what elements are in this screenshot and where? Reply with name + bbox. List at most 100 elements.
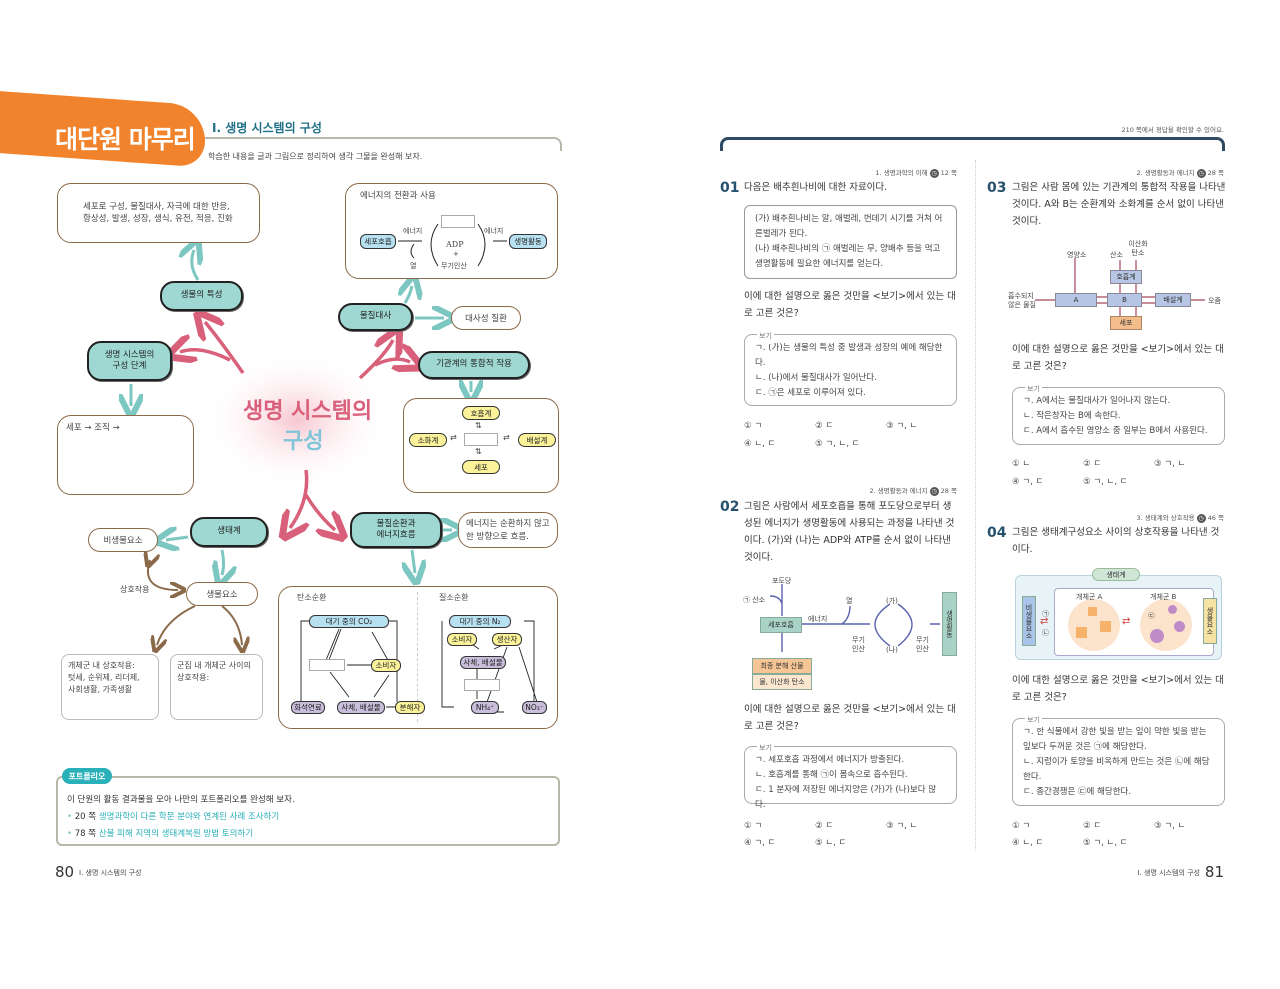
energy-label: 에너지 [484, 227, 504, 235]
portfolio-link[interactable]: 생명과학이 다른 학문 분야와 연계된 사례 조사하기 [98, 812, 280, 822]
q3-choice-4[interactable]: ④ ㄱ, ㄷ [1012, 477, 1044, 487]
portfolio-link[interactable]: 산불 피해 지역의 생태계복원 방법 토의하기 [98, 829, 254, 839]
page-number: 80 [55, 863, 75, 881]
q3-choice-3[interactable]: ③ ㄱ, ㄴ [1154, 459, 1186, 469]
q4-choice-3[interactable]: ③ ㄱ, ㄴ [1154, 821, 1186, 831]
source-page: 46 쪽 [1207, 514, 1224, 522]
phosphate-label: 무기 인산 [852, 636, 865, 653]
producer: 생산자 [492, 633, 522, 646]
bogi-item: ㄴ. (나)에서 물질대사가 일어난다. [755, 373, 877, 383]
q2-choice-3[interactable]: ③ ㄱ, ㄴ [886, 821, 918, 831]
q1-choice-4[interactable]: ④ ㄴ, ㄷ [744, 439, 776, 449]
title-rule [205, 137, 562, 151]
cell-respiration-box: 세포호흡 [760, 617, 802, 633]
q1-number: 01 [720, 180, 740, 196]
pop-a-label: 개체군 A [1076, 593, 1103, 601]
ammonium: NH₄⁺ [471, 701, 499, 714]
q4-choice-1[interactable]: ① ㄱ [1012, 821, 1031, 831]
q1-choice-2[interactable]: ② ㄷ [815, 421, 834, 431]
q2-choice-4[interactable]: ④ ㄱ, ㄷ [744, 838, 776, 848]
energy-box-title: 에너지의 전환과 사용 [360, 191, 436, 201]
final-products-box: 최종 분해 산물 [752, 658, 812, 674]
atp-blank[interactable] [441, 215, 475, 228]
q4-question: 이에 대한 설명으로 옳은 것만을 <보기>에서 있는 대로 고른 것은? [1012, 675, 1224, 703]
node-cycle-line: 에너지흐름 [376, 530, 416, 540]
portfolio-item[interactable]: • 20 쪽 생명과학이 다른 학문 분야와 연계된 사례 조사하기 [67, 812, 280, 822]
cell-respiration-node: 세포호흡 [360, 234, 396, 249]
bogi-item: ㄱ. 한 식물에서 강한 빛을 받는 잎이 약한 빛을 받는 잎보다 두꺼운 것… [1023, 727, 1207, 752]
portfolio-page: 20 쪽 [74, 812, 97, 822]
node-levels-line: 생명 시스템의 [104, 349, 155, 360]
unabsorbed-label: 흡수되지 않은 물질 [1008, 292, 1036, 309]
q3-choice-1[interactable]: ① ㄴ [1012, 459, 1031, 469]
source-page: 28 쪽 [940, 487, 957, 495]
q1-choice-1[interactable]: ① ㄱ [744, 421, 763, 431]
bogi-item: ㄱ. 세포호흡 과정에서 에너지가 방출된다. [755, 755, 905, 765]
q2-number: 02 [720, 499, 740, 515]
pop-line: 사회생활, 가족생활 [68, 685, 132, 694]
q1-source: 1. 생명과학의 이해◷12 쪽 [875, 167, 957, 178]
cell-box: 세포 [1110, 316, 1142, 330]
q2-choice-5[interactable]: ⑤ ㄴ, ㄷ [815, 838, 847, 848]
excretory-system: 배설계 [518, 433, 556, 447]
phosphate-label: 무기인산 [441, 262, 467, 270]
answer-note: 210 쪽에서 정답을 확인할 수 있어요. [1121, 126, 1224, 134]
ecosystem-label: 생태계 [1092, 568, 1140, 581]
q1-choice-5[interactable]: ⑤ ㄱ, ㄴ, ㄷ [815, 439, 860, 449]
circulatory-blank[interactable] [464, 433, 498, 446]
q3-arrows [1035, 258, 1205, 316]
divider [417, 592, 418, 722]
q4-choice-2[interactable]: ② ㄷ [1083, 821, 1102, 831]
source-text: 2. 생명활동과 에너지 [1136, 169, 1195, 177]
q3-stem: 그림은 사람 몸에 있는 기관계의 통합적 작용을 나타낸 것이다. A와 B는… [1012, 182, 1226, 227]
exchange-arrow-icon: ⇅ [475, 421, 482, 430]
node-metabolism: 물질대사 [338, 303, 413, 331]
q1-data-panel: (가) 배추흰나비는 알, 애벌레, 번데기 시기를 거쳐 어른벌레가 된다.(… [744, 205, 957, 279]
q4-choice-4[interactable]: ④ ㄴ, ㄷ [1012, 838, 1044, 848]
nitrogen-blank[interactable] [464, 679, 500, 691]
source-page: 12 쪽 [940, 169, 957, 177]
portfolio-item[interactable]: • 78 쪽 산불 피해 지역의 생태계복원 방법 토의하기 [67, 829, 254, 839]
footer-title: Ⅰ. 생명 시스템의 구성 [79, 869, 142, 877]
q2-choice-1[interactable]: ① ㄱ [744, 821, 763, 831]
levels-answer-box[interactable]: 세포 → 조직 → [57, 415, 194, 495]
label-c2: ㉡ [1042, 629, 1049, 637]
banner-title: 대단원 마무리 [55, 125, 196, 154]
exchange-arrow-icon: ⇄ [450, 433, 457, 442]
bogi-item: ㄷ. 1 분자에 저장된 에너지양은 (가)가 (나)보다 많다. [755, 785, 937, 810]
mindmap-arrows [0, 0, 640, 760]
adp-label: ADP [446, 240, 464, 249]
node-characteristics: 생물의 특성 [160, 281, 243, 311]
q2-choice-2[interactable]: ② ㄷ [815, 821, 834, 831]
page-number: 81 [1204, 863, 1224, 881]
carbon-dead-matter: 사체, 배설물 [337, 701, 385, 714]
final-products-items: 물, 이산화 탄소 [752, 674, 812, 690]
heat-label: 열 [846, 597, 853, 605]
energy-label: 에너지 [403, 227, 423, 235]
page-ref-icon: ◷ [929, 169, 939, 178]
bogi-item: ㄷ. 종간경쟁은 ㉢에 해당한다. [1023, 787, 1132, 797]
na-label: (나) [886, 646, 898, 654]
page-ref-icon: ◷ [1196, 514, 1206, 523]
header-rule [720, 137, 1225, 151]
oxygen-label: ㉠ 산소 [743, 596, 766, 604]
oxygen-label: 산소 [1110, 251, 1123, 259]
q1-choice-3[interactable]: ③ ㄱ, ㄴ [886, 421, 918, 431]
q3-choice-2[interactable]: ② ㄷ [1083, 459, 1102, 469]
carbon-blank[interactable] [309, 659, 345, 671]
bogi-label: 보기 [757, 741, 774, 756]
q3-diagram: 영양소 산소 이산화 탄소 호흡계 A B 배설계 세포 흡수되지 않은 물질 … [1005, 238, 1230, 334]
node-biotic: 생물요소 [186, 582, 258, 606]
bogi-item: ㄴ. 호흡계를 통해 ㉠이 몸속으로 흡수된다. [755, 770, 908, 780]
q2-diagram: 포도당 ㉠ 산소 세포호흡 에너지 열 (가) (나) 무기 인산 무기 인산 … [740, 574, 960, 694]
life-activity-box: 생명활동 [942, 592, 957, 656]
q3-choice-5[interactable]: ⑤ ㄱ, ㄴ, ㄷ [1083, 477, 1128, 487]
q4-choice-5[interactable]: ⑤ ㄱ, ㄴ, ㄷ [1083, 838, 1128, 848]
interaction-arrows-icon: ⇄ [1122, 616, 1131, 627]
heat-label: 열 [410, 262, 417, 270]
source-text: 2. 생명활동과 에너지 [869, 487, 928, 495]
panel-line: (가) 배추흰나비는 알, 애벌레, 번데기 시기를 거쳐 어른벌레가 된다. [755, 214, 943, 239]
center-title: 구성 [283, 429, 324, 454]
